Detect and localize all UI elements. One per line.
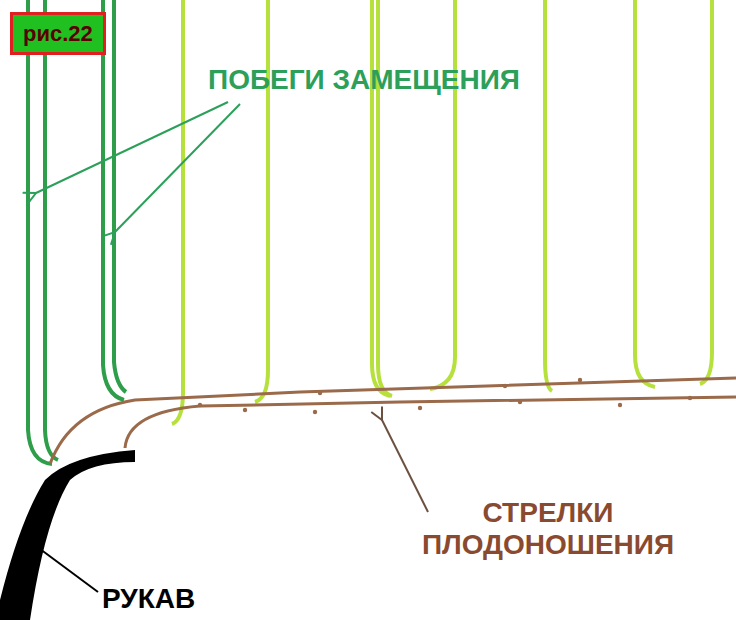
figure-number: рис.22: [23, 21, 93, 46]
leader-line: [36, 102, 228, 193]
cane-shoot: [545, 0, 552, 391]
shoot-label: ПОБЕГИ ЗАМЕЩЕНИЯ: [208, 64, 520, 96]
fruiting-cane: [50, 378, 736, 464]
leader-line: [115, 104, 240, 232]
cane-buds: [198, 378, 692, 414]
bud-dot: [243, 408, 247, 412]
bud-dot: [198, 403, 202, 407]
cane-shoot: [172, 0, 183, 424]
bud-dot: [578, 378, 582, 382]
cane-shoot: [430, 0, 455, 389]
leader-line: [36, 546, 98, 592]
bud-dot: [418, 406, 422, 410]
bud-dot: [313, 410, 317, 414]
arm-label: РУКАВ: [102, 583, 195, 615]
cane-shoot: [378, 0, 392, 396]
cane-shoot: [255, 0, 268, 402]
bud-dot: [618, 403, 622, 407]
cane-shoots: [172, 0, 712, 424]
figure-tag: рис.22: [10, 12, 106, 55]
cane-label: СТРЕЛКИ ПЛОДОНОШЕНИЯ: [398, 497, 698, 561]
leader-line: [382, 420, 428, 512]
bud-dot: [503, 384, 507, 388]
cane-shoot: [635, 0, 655, 387]
bud-dot: [688, 396, 692, 400]
bud-dot: [518, 400, 522, 404]
replacement-shoots: [28, 0, 126, 464]
bud-dot: [318, 391, 322, 395]
cane-shoot: [700, 0, 712, 384]
cane-shoot: [372, 0, 390, 396]
